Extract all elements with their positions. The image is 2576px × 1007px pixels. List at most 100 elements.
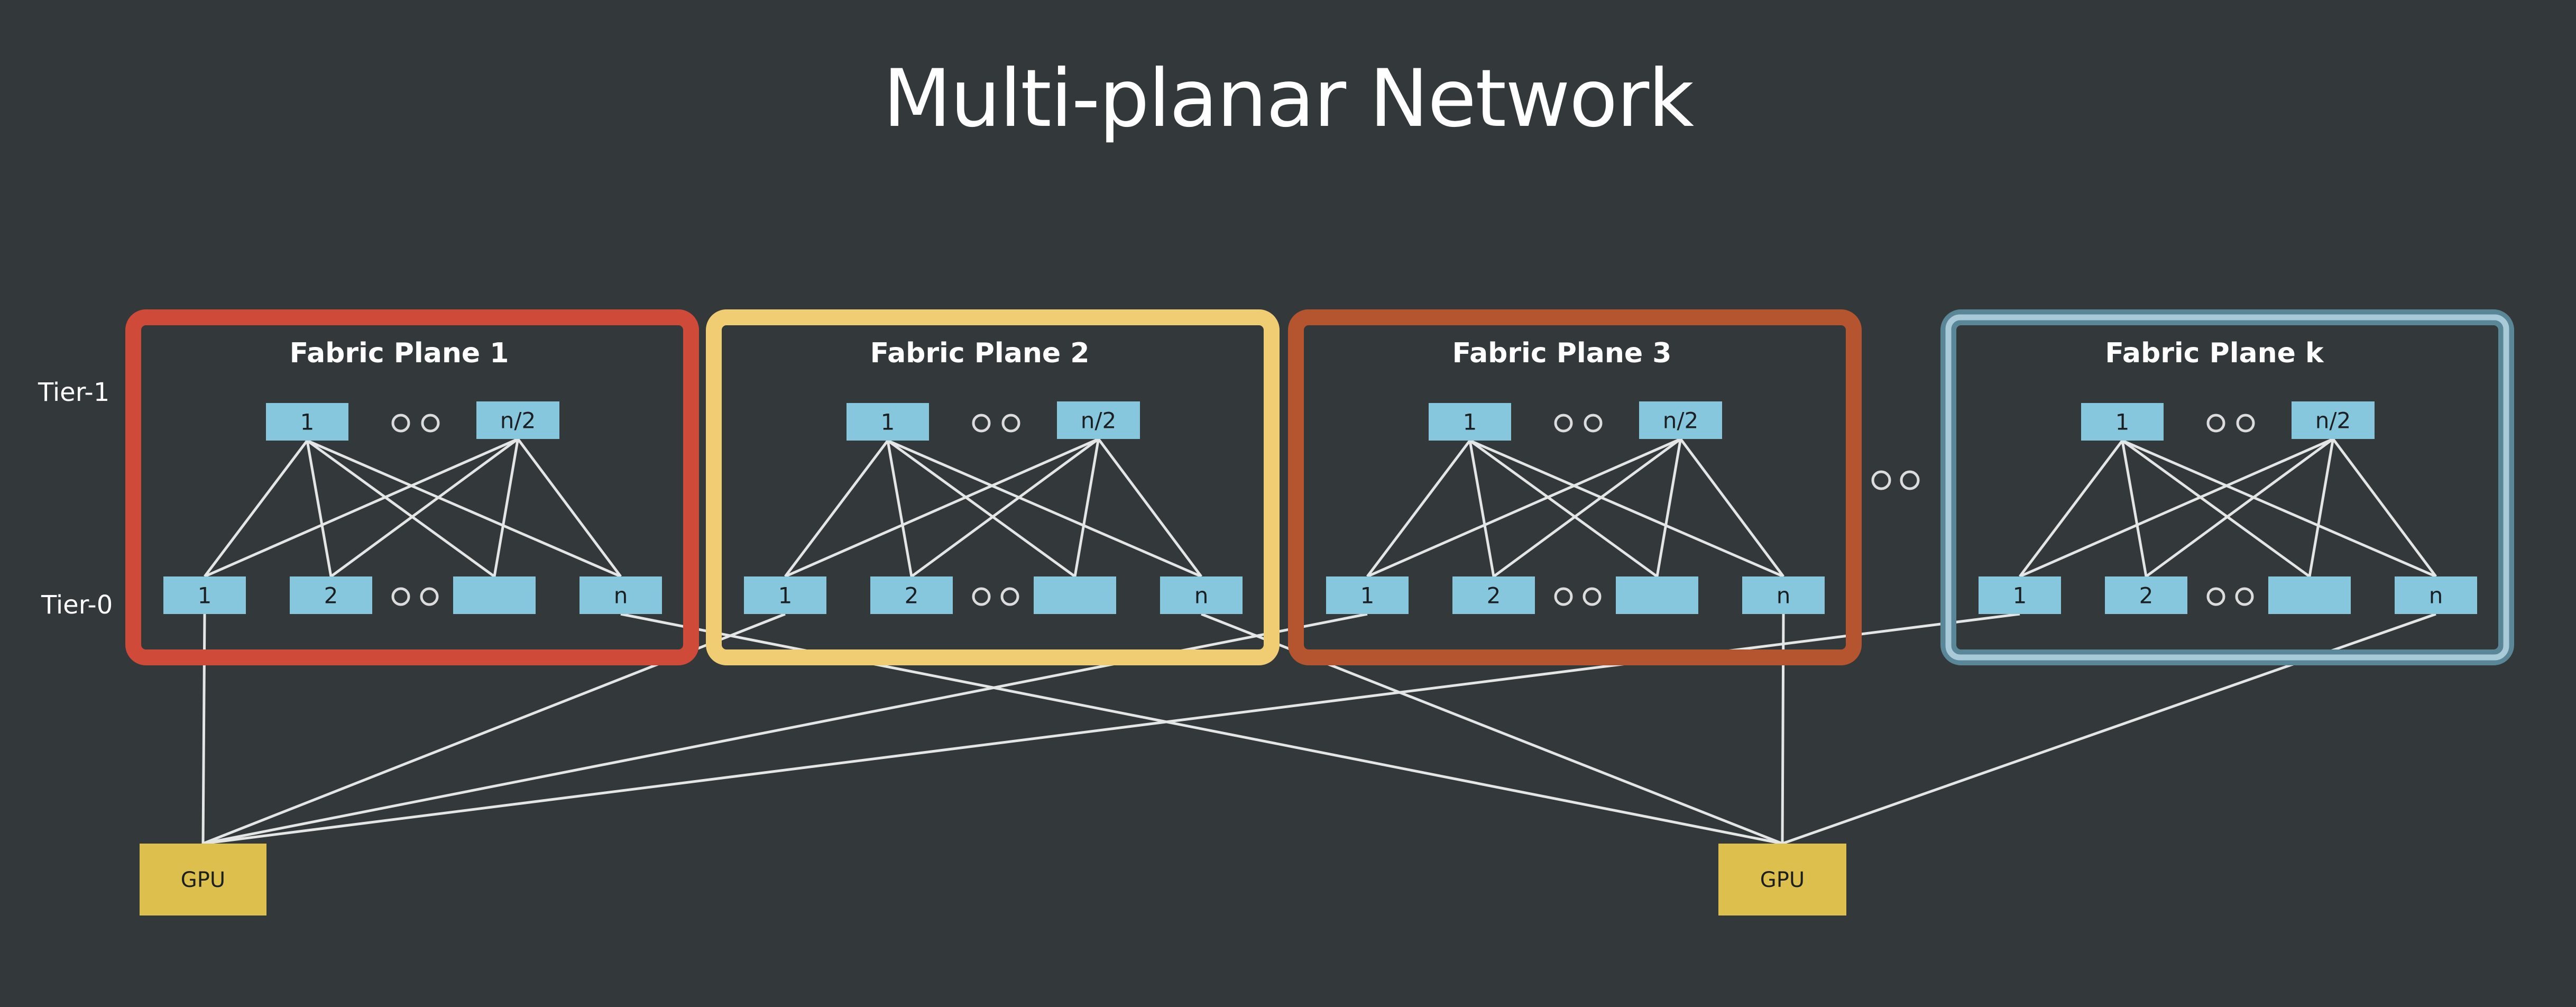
plane-title: Fabric Plane 3: [1452, 337, 1672, 369]
tier1-tier0-link: [306, 440, 333, 577]
tier1-tier0-link: [1469, 439, 1658, 578]
tier1-tier0-link: [887, 439, 1202, 578]
tier1-switch-label: 1: [2115, 409, 2130, 435]
tier0-switch: [1034, 576, 1116, 614]
page-title: Multi-planar Network: [882, 53, 1694, 145]
tier0-switch: [870, 576, 953, 614]
tier0-switch: [2268, 576, 2351, 614]
ellipsis-dot: [2236, 414, 2255, 433]
ellipsis-dot: [391, 414, 410, 433]
tier0-switch-label: n: [614, 583, 628, 609]
ellipsis-dot: [1000, 587, 1019, 606]
plane-frame-inner: [1945, 314, 2509, 661]
tier1-switch: [1057, 401, 1140, 439]
gpu1-to-plane4-link: [203, 612, 2020, 845]
tier1-tier0-link: [784, 440, 889, 578]
gpu-box: [1718, 844, 1846, 916]
tier1-tier0-link: [1655, 438, 1682, 577]
tier1-tier0-link: [2308, 438, 2334, 577]
ellipsis-dot: [972, 414, 991, 433]
plane-frame: [1288, 309, 1862, 665]
tier1-tier0-link: [1366, 440, 1471, 578]
tier0-switch-label: 1: [778, 583, 793, 609]
ellipsis-dot: [972, 587, 991, 606]
tier1-tier0-link: [2332, 438, 2437, 578]
tier1-tier0-link: [2121, 439, 2311, 578]
tier1-switch-label: 1: [881, 409, 895, 435]
tier0-switch-label: 1: [198, 583, 212, 609]
plane-title: Fabric Plane 1: [290, 337, 509, 369]
tier0-switch-label: n: [1777, 583, 1791, 609]
tier1-tier0-link: [886, 440, 913, 577]
plane-frame: [706, 309, 1280, 665]
tier1-tier0-link: [1679, 438, 1785, 578]
ellipsis-dot: [2206, 587, 2225, 606]
tier1-switch: [2292, 401, 2375, 439]
tier0-switch: [579, 576, 662, 614]
tier1-tier0-link: [1468, 440, 1495, 577]
tier1-tier0-link: [910, 437, 1099, 578]
tier-1-label: Tier-1: [38, 378, 110, 407]
tier1-tier0-link: [2122, 439, 2436, 578]
tier1-switch-label: n/2: [500, 408, 536, 434]
tier0-switch-label: 1: [2013, 583, 2027, 609]
tier0-switch-label: 2: [1487, 583, 1501, 609]
tier1-tier0-link: [2145, 437, 2334, 578]
ellipsis-dot: [421, 414, 440, 433]
tier1-tier0-link: [204, 440, 308, 578]
tier1-switch-label: n/2: [1081, 408, 1117, 434]
tier1-switch-label: n/2: [2315, 408, 2351, 434]
tier0-switch: [1160, 576, 1243, 614]
gpu2-to-plane1-link: [620, 612, 1783, 845]
plane-ellipsis-dot: [1871, 470, 1891, 490]
ellipsis-dot: [420, 587, 439, 606]
tier1-tier0-link: [1469, 439, 1784, 578]
tier0-switch-label: n: [2429, 583, 2443, 609]
plane-ellipsis-dot: [1900, 470, 1920, 490]
tier1-tier0-link: [887, 439, 1076, 578]
tier0-switch: [163, 576, 246, 614]
ellipsis-dot: [1554, 414, 1573, 433]
tier0-switch: [453, 576, 536, 614]
tier1-switch: [476, 401, 559, 439]
tier1-switch-label: 1: [1463, 409, 1477, 435]
tier1-tier0-link: [517, 438, 622, 578]
tier0-switch-label: 2: [905, 583, 919, 609]
tier0-switch-label: 2: [324, 583, 338, 609]
tier1-tier0-link: [306, 439, 495, 578]
tier1-switch-label: n/2: [1663, 408, 1699, 434]
gpu1-to-plane1-link: [201, 614, 206, 844]
tier1-tier0-link: [2121, 440, 2148, 577]
plane-frame: [125, 309, 699, 665]
tier0-switch: [2395, 576, 2477, 614]
gpu-label: GPU: [1760, 868, 1805, 892]
fabric-planes: Fabric Plane 1 1 n/2 1 2 n Fabric Plane 2 1 n/2 1…: [125, 309, 2514, 665]
ellipsis-dot: [1583, 587, 1602, 606]
plane-title: Fabric Plane 2: [870, 337, 1090, 369]
tier1-tier0-link: [330, 437, 519, 578]
tier0-switch: [1979, 576, 2061, 614]
tier1-tier0-link: [2019, 437, 2334, 578]
tier0-switch: [290, 576, 372, 614]
tier1-switch: [1639, 401, 1722, 439]
ellipsis-dot: [1554, 587, 1573, 606]
tier0-switch: [1326, 576, 1409, 614]
gpu-links: [201, 612, 2436, 845]
gpu1-to-plane3-link: [203, 612, 1368, 845]
tier1-switch: [266, 403, 348, 441]
tier0-switch: [2105, 576, 2187, 614]
tier1-tier0-link: [1493, 437, 1681, 578]
tier1-switch: [1429, 403, 1511, 441]
tier0-switch: [1742, 576, 1825, 614]
tier0-switch: [1452, 576, 1535, 614]
tier1-switch: [2081, 403, 2164, 441]
tier0-switch: [1616, 576, 1698, 614]
tier1-tier0-link: [784, 437, 1099, 578]
tier1-switch: [847, 403, 929, 441]
plane-title: Fabric Plane k: [2105, 337, 2324, 369]
